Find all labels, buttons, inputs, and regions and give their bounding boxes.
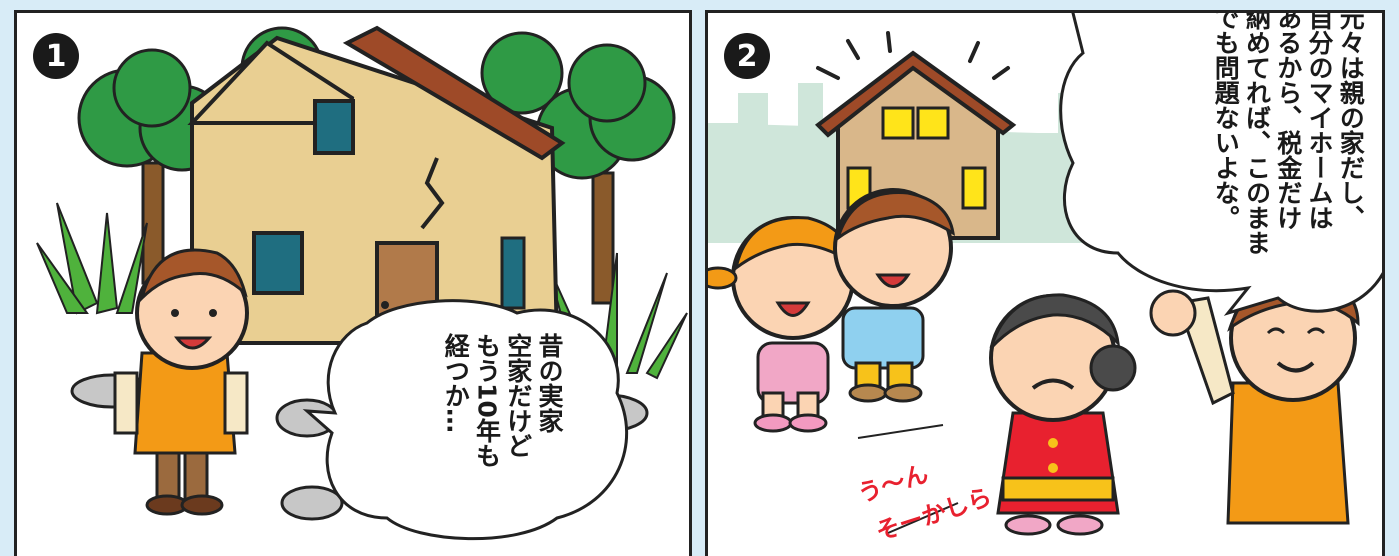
man-character-icon: [113, 248, 249, 516]
speech-bubble-2-text: 元々は親の家だし、 自分のマイホームは あるから、税金だけ 納めてれば、このまま…: [1211, 10, 1366, 255]
panel-number-1: 1: [33, 33, 79, 79]
girl-character-icon: [708, 216, 855, 433]
boy-character-icon: [833, 188, 955, 403]
speech-bubble-2: [1059, 13, 1382, 316]
man-character-icon: [1149, 273, 1360, 525]
panel-number-2: 2: [724, 33, 770, 79]
tree-left-icon: [77, 48, 226, 285]
speech-bubble-1-text: 昔の実家 空家だけど もう10年も 経つか…: [441, 333, 564, 468]
sfx-lines-icon: [857, 424, 959, 534]
speech-bubble-1: [302, 299, 629, 541]
panel-2: 2 元々は親の家だし、 自分のマイホームは あるから、税金だけ 納めてれば、この…: [705, 10, 1385, 556]
panel-1: 1 昔の実家 空家だけど もう10年も 経つか…: [14, 10, 692, 556]
panel-2-illustration: [708, 13, 1382, 536]
woman-character-icon: [989, 293, 1137, 536]
excitement-lines-icon: [816, 31, 1010, 80]
grass-left-icon: [36, 202, 148, 315]
panel-1-illustration: [36, 25, 688, 541]
